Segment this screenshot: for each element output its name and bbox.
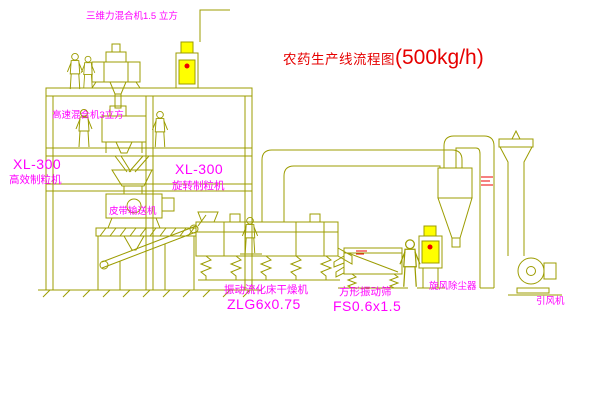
control-panel-top — [175, 9, 230, 89]
label-belt-conveyor: 皮带输送机 — [109, 206, 157, 217]
platform-hatch — [95, 227, 197, 290]
label-sieve-model: FS0.6x1.5 — [333, 298, 402, 314]
vibrating-sieve-drawing — [333, 247, 408, 289]
label-fan: 引风机 — [536, 296, 565, 307]
exhaust-duct-drawing — [261, 149, 463, 222]
label-dryer-name: 振动流化床干燥机 — [224, 284, 308, 296]
exhaust-stack-drawing — [498, 129, 534, 256]
label-mixer-3d: 三维力混合机1.5 立方 — [86, 11, 178, 22]
mixer-3d-drawing — [90, 43, 142, 109]
belt-conveyor-drawing — [99, 214, 207, 290]
label-dryer-model: ZLG6x0.75 — [227, 296, 301, 312]
red-markings — [356, 176, 493, 255]
label-sieve-name: 方形振动筛 — [339, 286, 392, 298]
diagram-title: 农药生产线流程图(500kg/h) — [283, 46, 484, 70]
worker-figures — [66, 52, 421, 288]
fan-drawing — [508, 257, 562, 296]
title-capacity: (500kg/h) — [395, 46, 484, 69]
building-frame — [38, 87, 262, 298]
label-high-speed-mixer: 高速混合机3立方 — [52, 110, 124, 121]
cyclone-drawing — [437, 135, 495, 289]
label-granulator-mid-name: 旋转制粒机 — [172, 180, 225, 192]
label-granulator-mid-model: XL-300 — [175, 161, 224, 177]
label-granulator-left-name: 高效制粒机 — [9, 174, 62, 186]
label-granulator-left-model: XL-300 — [13, 156, 62, 172]
granulator-drawing — [104, 155, 175, 251]
title-text: 农药生产线流程图 — [283, 52, 395, 67]
fluid-bed-dryer-drawing — [195, 211, 353, 281]
high-speed-mixer-drawing — [101, 105, 147, 154]
label-cyclone: 旋风除尘器 — [429, 281, 477, 292]
control-panel-bottom — [417, 225, 445, 289]
